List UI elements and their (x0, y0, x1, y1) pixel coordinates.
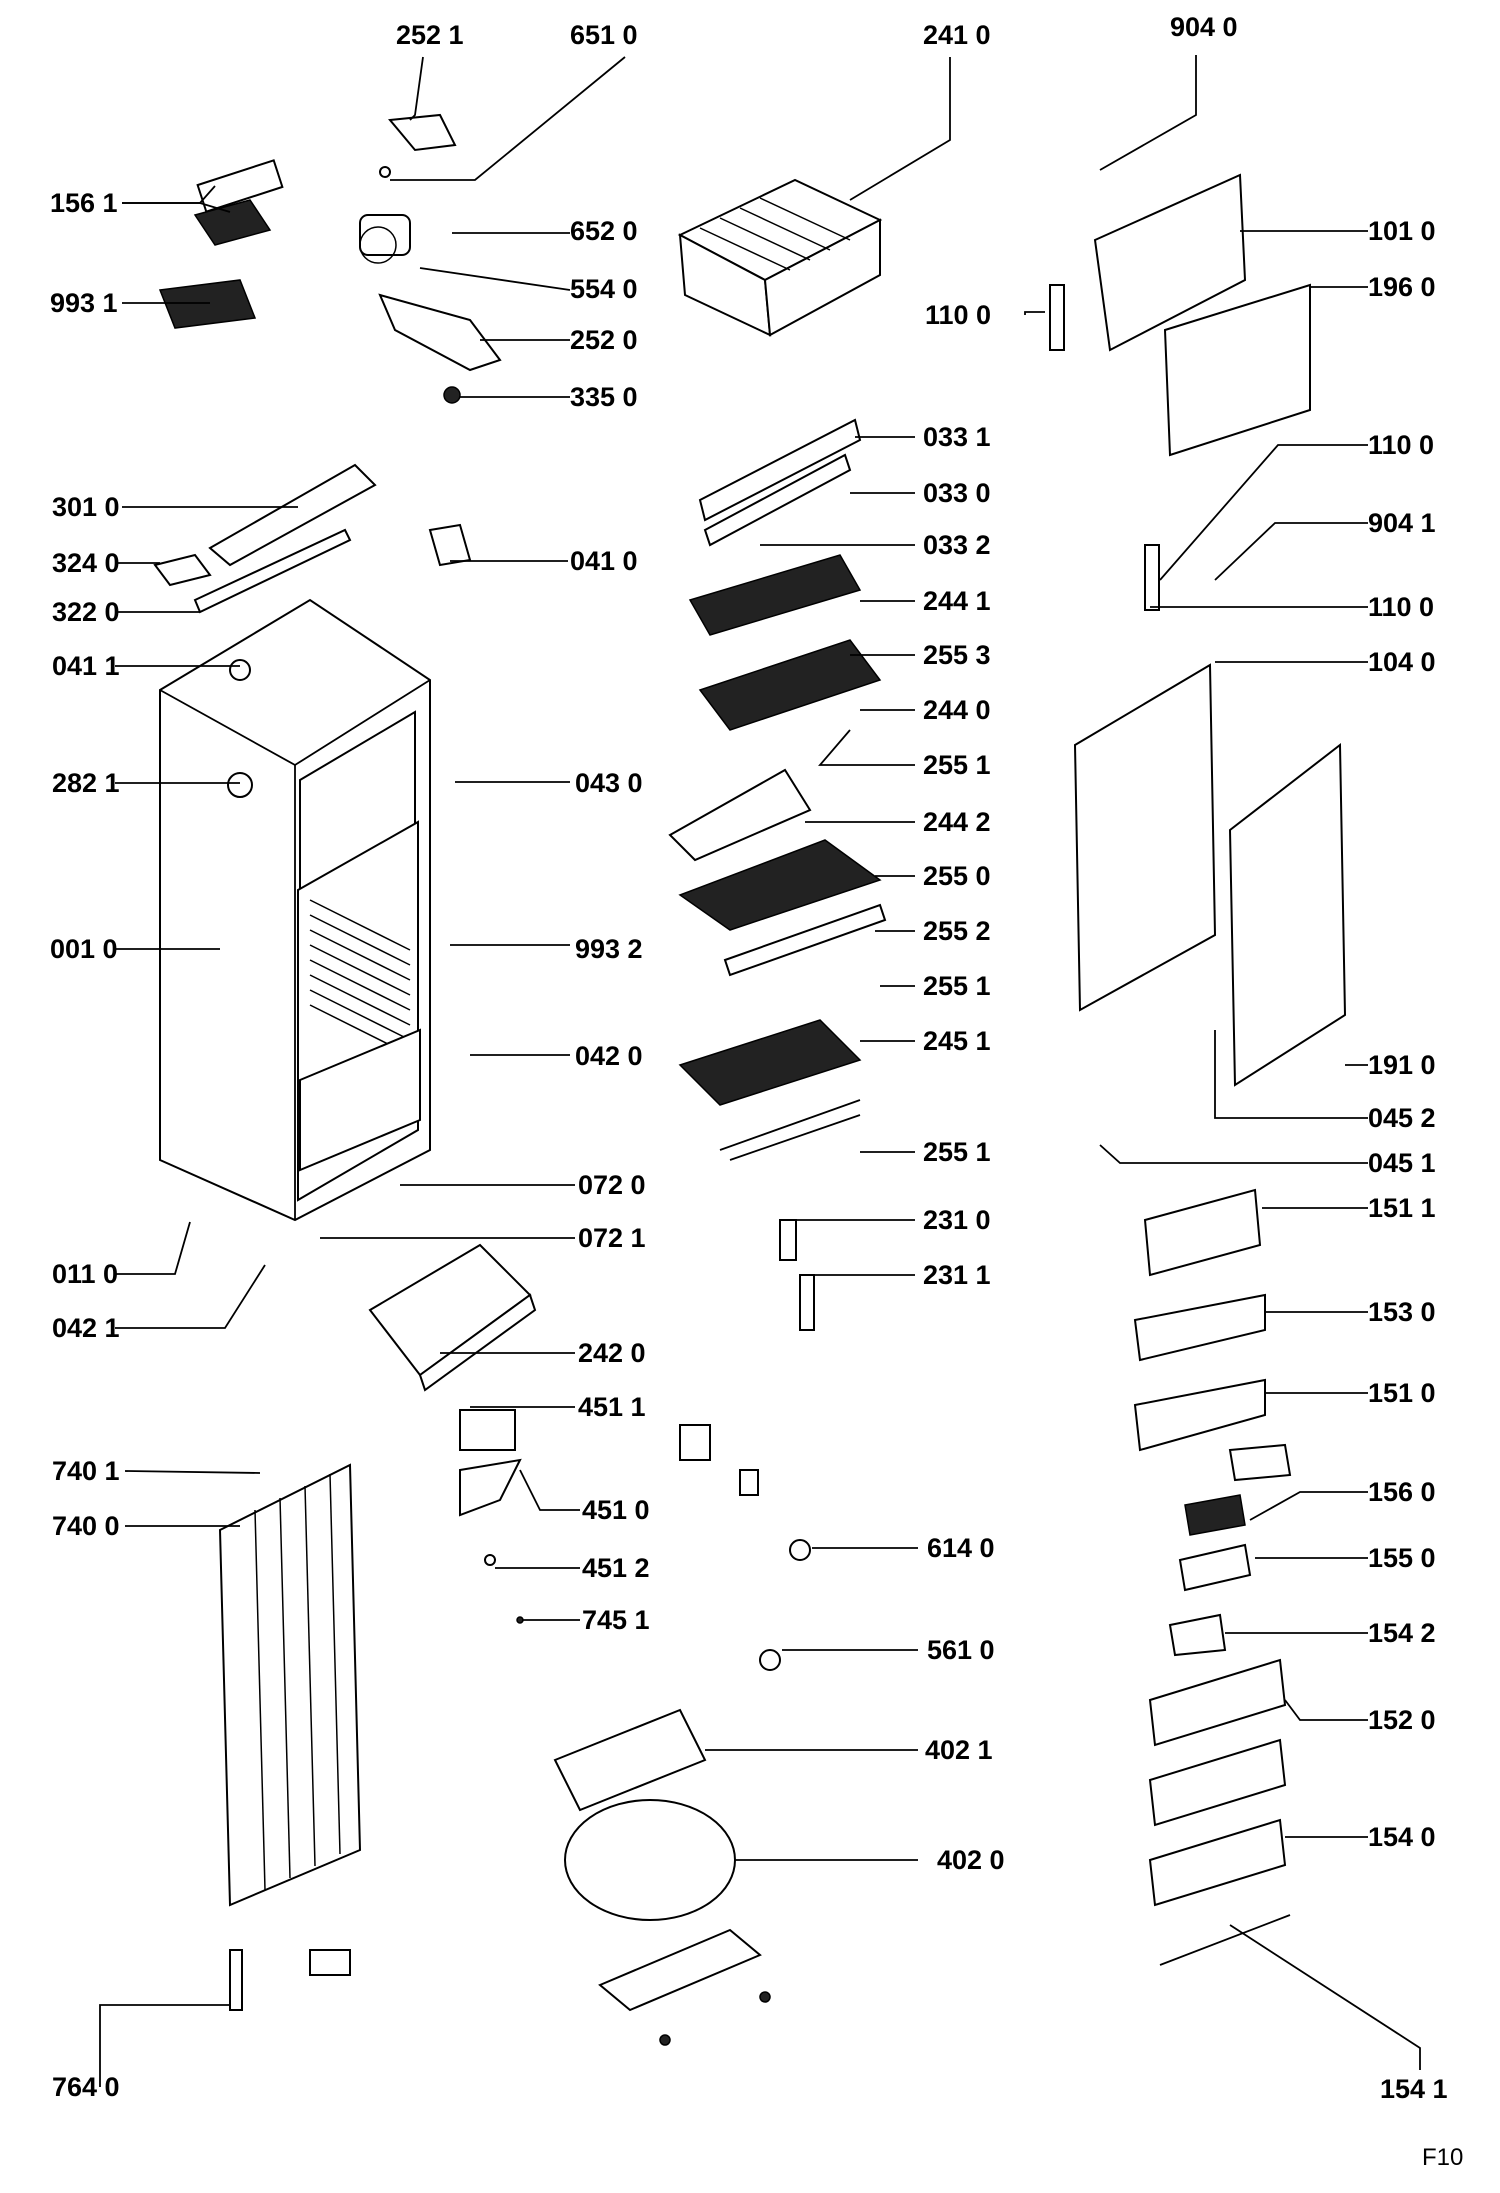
compressor-drawing (553, 1708, 771, 2046)
part-label: 255 1 (923, 971, 991, 1001)
part-label: 255 2 (923, 916, 991, 946)
part-label: 151 1 (1368, 1193, 1436, 1223)
part-label: 614 0 (927, 1533, 995, 1563)
part-drawings (153, 113, 1347, 2046)
leader-lines (99, 55, 1421, 2087)
part-label: 196 0 (1368, 272, 1436, 302)
part-label: 033 2 (923, 530, 991, 560)
part-label: 041 0 (570, 546, 638, 576)
part-label: 244 0 (923, 695, 991, 725)
part-label: 255 1 (923, 1137, 991, 1167)
part-label: 244 1 (923, 586, 991, 616)
part-label: 110 0 (1368, 430, 1434, 460)
door-bins-drawing (1133, 1188, 1292, 1966)
part-label: 993 2 (575, 934, 643, 964)
part-label: 001 0 (50, 934, 118, 964)
part-label: 042 1 (52, 1313, 120, 1343)
vegetable-drawer-drawing (368, 1243, 537, 1392)
part-label: 451 1 (578, 1392, 646, 1422)
part-label: 904 0 (1170, 12, 1238, 42)
part-label: 231 1 (923, 1260, 991, 1290)
part-label: 033 0 (923, 478, 991, 508)
part-label: 451 0 (582, 1495, 650, 1525)
part-label: 252 1 (396, 20, 464, 50)
part-label: 402 1 (925, 1735, 993, 1765)
part-label: 322 0 (52, 597, 120, 627)
part-label: 154 0 (1368, 1822, 1436, 1852)
bottom-small-parts (229, 1219, 815, 2011)
part-label: 745 1 (582, 1605, 650, 1635)
part-label: 231 0 (923, 1205, 991, 1235)
part-label: 041 1 (52, 651, 120, 681)
part-label: 402 0 (937, 1845, 1005, 1875)
part-label: 904 1 (1368, 508, 1436, 538)
part-label: 033 1 (923, 422, 991, 452)
part-label: 335 0 (570, 382, 638, 412)
condenser-drawing (218, 1463, 362, 1907)
part-label: 252 0 (570, 325, 638, 355)
page-code: F10 (1422, 2144, 1463, 2171)
part-label: 255 3 (923, 640, 991, 670)
part-label: 153 0 (1368, 1297, 1436, 1327)
part-label: 152 0 (1368, 1705, 1436, 1735)
part-label: 255 1 (923, 750, 991, 780)
part-label: 011 0 (52, 1259, 118, 1289)
freezer-rack-drawing (677, 178, 883, 337)
part-label: 561 0 (927, 1635, 995, 1665)
shelves-drawing (668, 418, 887, 1161)
part-label: 110 0 (1368, 592, 1434, 622)
part-label: 244 2 (923, 807, 991, 837)
part-label: 156 1 (50, 188, 118, 218)
part-label: 245 1 (923, 1026, 991, 1056)
part-label: 072 0 (578, 1170, 646, 1200)
part-label: 651 0 (570, 20, 638, 50)
part-label: 301 0 (52, 492, 120, 522)
part-label: 652 0 (570, 216, 638, 246)
part-label: 282 1 (52, 768, 120, 798)
part-label: 101 0 (1368, 216, 1436, 246)
part-label: 154 2 (1368, 1618, 1436, 1648)
part-labels: 252 1 651 0 241 0 904 0 156 1 652 0 101 … (50, 12, 1448, 2104)
part-label: 072 1 (578, 1223, 646, 1253)
part-label: 451 2 (582, 1553, 650, 1583)
part-label: 110 0 (925, 300, 991, 330)
part-label: 255 0 (923, 861, 991, 891)
part-label: 045 2 (1368, 1103, 1436, 1133)
part-label: 554 0 (570, 274, 638, 304)
doors-drawing (1049, 173, 1347, 1087)
part-label: 042 0 (575, 1041, 643, 1071)
part-label: 764 0 (52, 2072, 120, 2102)
part-label: 241 0 (923, 20, 991, 50)
part-label: 191 0 (1368, 1050, 1436, 1080)
part-label: 045 1 (1368, 1148, 1436, 1178)
top-left-small-parts (153, 113, 502, 798)
part-label: 740 0 (52, 1511, 120, 1541)
part-label: 993 1 (50, 288, 118, 318)
cabinet-drawing (159, 598, 431, 1222)
part-label: 740 1 (52, 1456, 120, 1486)
part-label: 154 1 (1380, 2074, 1448, 2104)
part-label: 151 0 (1368, 1378, 1436, 1408)
part-label: 104 0 (1368, 647, 1436, 677)
part-label: 242 0 (578, 1338, 646, 1368)
part-label: 155 0 (1368, 1543, 1436, 1573)
part-label: 156 0 (1368, 1477, 1436, 1507)
part-label: 043 0 (575, 768, 643, 798)
part-label: 324 0 (52, 548, 120, 578)
